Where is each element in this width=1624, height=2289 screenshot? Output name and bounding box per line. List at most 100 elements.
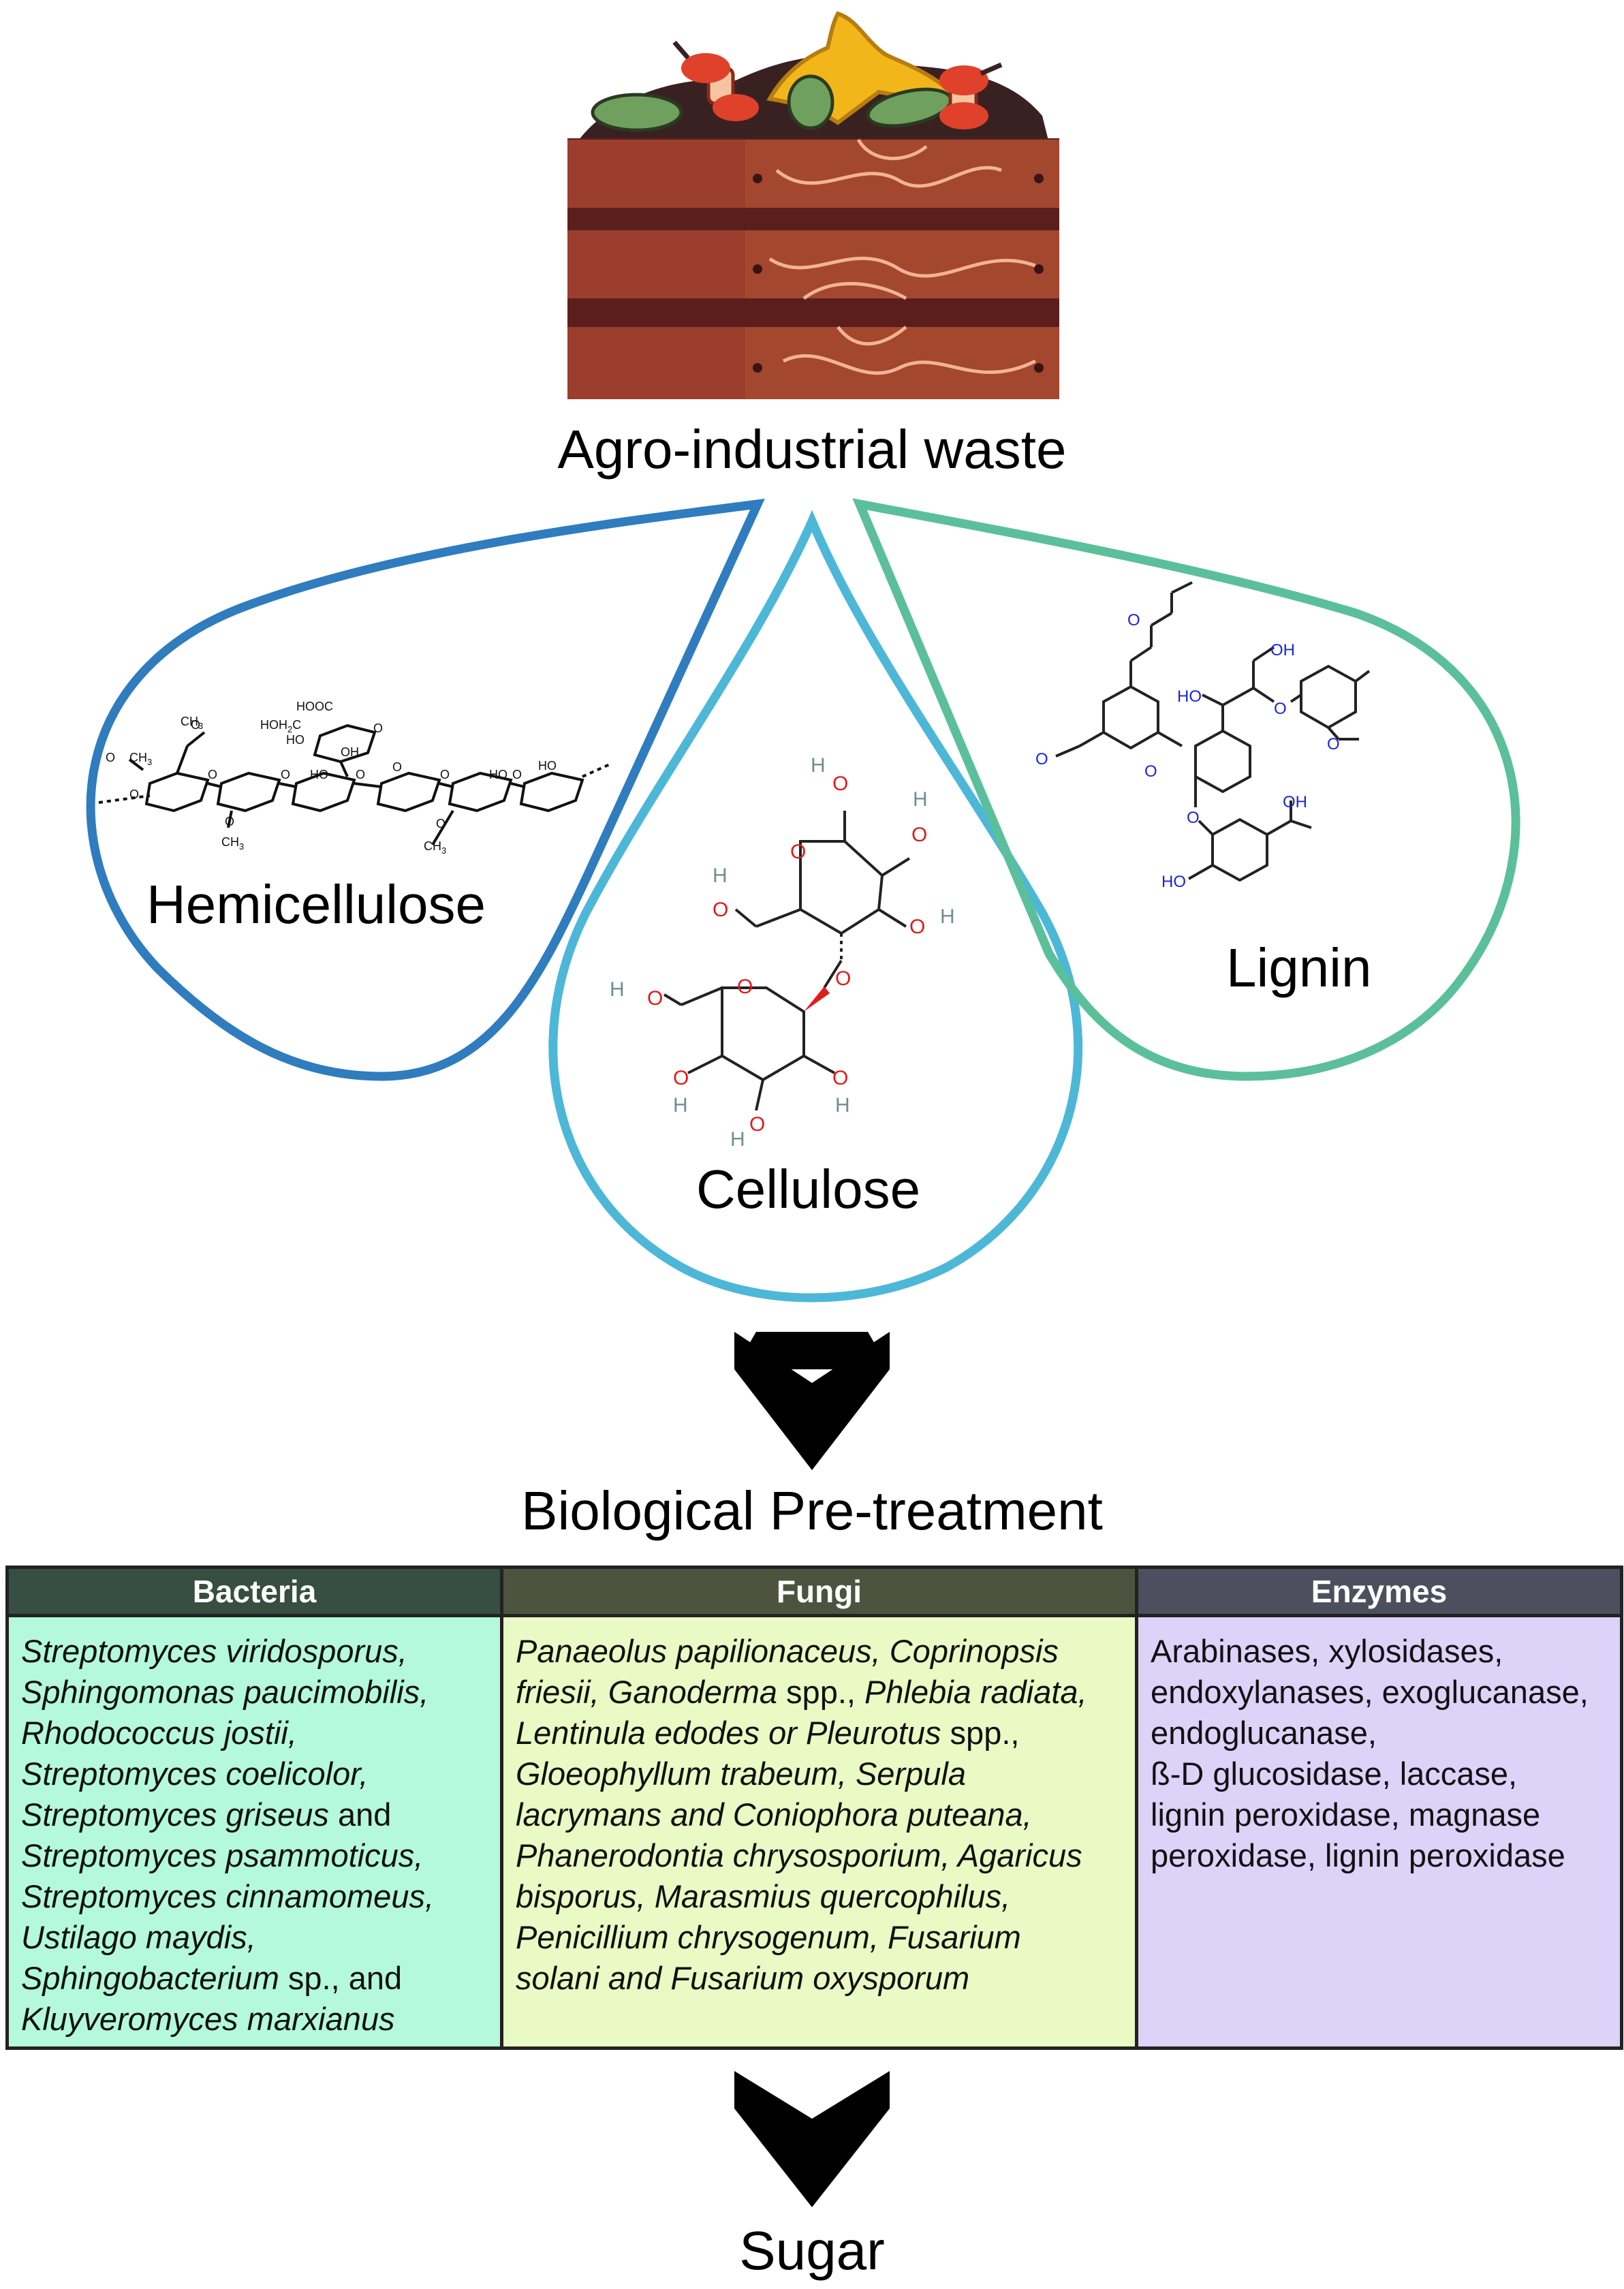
hemicellulose-atom-labels: O CH3 O CH3 O O O CH3 O HOOC HOH2C HO OH…: [106, 700, 557, 856]
cell-text-line: solani and Fusarium oxysporum: [516, 1958, 1123, 1999]
cell-text-line: Streptomyces griseus and: [21, 1794, 488, 1835]
cell-text: Arabinases, xylosidases,: [1151, 1633, 1503, 1669]
cell-text-line: Gloeophyllum trabeum, Serpula: [516, 1754, 1123, 1794]
hemicellulose-drop-outline: [86, 499, 765, 1081]
species-name: Gloeophyllum trabeum, Serpula: [516, 1756, 966, 1792]
svg-text:CH3: CH3: [181, 715, 203, 731]
svg-text:OH: OH: [1283, 793, 1307, 811]
svg-text:O: O: [356, 768, 365, 781]
svg-text:O: O: [1187, 809, 1200, 827]
species-name: bisporus, Marasmius quercophilus,: [516, 1878, 1011, 1914]
svg-text:O: O: [512, 768, 522, 781]
cell-text-line: bisporus, Marasmius quercophilus,: [516, 1876, 1123, 1917]
cell-text: endoglucanase,: [1151, 1715, 1377, 1751]
svg-text:H: H: [610, 978, 625, 1001]
species-name: friesii, Ganoderma: [516, 1674, 777, 1710]
svg-text:O: O: [647, 987, 663, 1010]
svg-text:HO: HO: [1177, 687, 1202, 706]
cell-text: sp., and: [279, 1960, 403, 1996]
species-name: Streptomyces coelicolor,: [21, 1756, 369, 1792]
svg-text:O: O: [281, 768, 290, 781]
cell-text-line: Penicillium chrysogenum, Fusarium: [516, 1917, 1123, 1958]
cell-text-line: Phanerodontia chrysosporium, Agaricus: [516, 1835, 1123, 1876]
svg-text:O: O: [225, 815, 234, 828]
svg-text:O: O: [1127, 611, 1140, 629]
cellulose-label: Cellulose: [696, 1159, 921, 1219]
species-name: Streptomyces viridosporus,: [21, 1633, 407, 1669]
svg-text:O: O: [106, 751, 115, 764]
svg-text:O: O: [191, 718, 200, 732]
cell-text-line: Streptomyces viridosporus,: [21, 1631, 488, 1672]
lignin-atom-labels: O O O OH HO O O O OH HO: [1035, 611, 1340, 891]
svg-text:H: H: [940, 905, 955, 928]
cell-text-line: ß-D glucosidase, laccase,: [1151, 1754, 1608, 1794]
svg-text:O: O: [713, 899, 728, 921]
species-name: Sphingobacterium: [21, 1960, 279, 1996]
svg-text:O: O: [1035, 750, 1048, 768]
species-name: Kluyveromyces marxianus: [21, 2001, 395, 2037]
cellulose-glycosidic-wedge: [804, 986, 830, 1012]
svg-text:H: H: [713, 865, 728, 887]
cell-text-line: lignin peroxidase, magnase: [1151, 1794, 1608, 1835]
leaf: [787, 74, 834, 130]
cell-text: peroxidase, lignin peroxidase: [1151, 1837, 1565, 1873]
lignin-structure: [1055, 581, 1371, 882]
cellulose-atom-labels: H O H O O H O O H O H O O O H O H O H: [610, 754, 955, 1151]
svg-text:O: O: [673, 1067, 689, 1089]
svg-text:O: O: [737, 976, 753, 998]
svg-text:O: O: [440, 768, 450, 781]
svg-text:O: O: [911, 824, 927, 846]
svg-text:O: O: [129, 788, 139, 801]
sugar-label: Sugar: [739, 2220, 885, 2281]
lignin-drop-outline: [852, 498, 1520, 1081]
svg-text:O: O: [436, 817, 446, 830]
svg-text:CH3: CH3: [129, 751, 152, 767]
svg-text:CH3: CH3: [221, 835, 244, 852]
down-arrow-icon: [734, 2071, 890, 2207]
species-name: Streptomyces psammoticus,: [21, 1837, 424, 1873]
svg-text:O: O: [1327, 735, 1340, 753]
cell-text: and: [328, 1796, 392, 1833]
species-name: Phanerodontia chrysosporium, Agaricus: [516, 1837, 1082, 1873]
svg-text:O: O: [835, 967, 851, 990]
cell-text: endoxylanases, exoglucanase,: [1151, 1674, 1589, 1710]
svg-text:HO: HO: [286, 733, 304, 747]
fungi-header: Fungi: [500, 1566, 1138, 1617]
species-name: Lentinula edodes or Pleurotus: [516, 1715, 941, 1751]
svg-text:H: H: [811, 754, 826, 777]
species-name: lacrymans and Coniophora puteana,: [516, 1796, 1032, 1833]
species-name: Phlebia radiata,: [864, 1674, 1087, 1710]
svg-text:OH: OH: [1270, 641, 1295, 659]
svg-text:CH3: CH3: [424, 839, 446, 856]
cell-text: ß-D glucosidase, laccase,: [1151, 1756, 1518, 1792]
cell-text-line: Streptomyces coelicolor,: [21, 1754, 488, 1794]
lignin-label: Lignin: [1226, 937, 1372, 998]
cell-text-line: Panaeolus papilionaceus, Coprinopsis: [516, 1631, 1123, 1672]
svg-text:OH: OH: [341, 745, 359, 759]
enzymes-cell: Arabinases, xylosidases, endoxylanases, e…: [1135, 1614, 1623, 2050]
cell-text-line: Kluyveromyces marxianus: [21, 1999, 488, 2040]
svg-text:H: H: [673, 1094, 688, 1117]
cell-text-line: endoglucanase,: [1151, 1713, 1608, 1754]
biological-pretreatment-label: Biological Pre-treatment: [521, 1480, 1103, 1541]
cell-text-line: Arabinases, xylosidases,: [1151, 1631, 1608, 1672]
svg-text:HO: HO: [1161, 873, 1186, 891]
cell-text-line: friesii, Ganoderma spp., Phlebia radiata…: [516, 1672, 1123, 1713]
table-header-row: Bacteria Fungi Enzymes: [5, 1566, 1623, 1617]
species-name: Streptomyces griseus: [21, 1796, 329, 1833]
species-name: Sphingomonas paucimobilis,: [21, 1674, 429, 1710]
svg-text:O: O: [832, 1067, 848, 1089]
svg-text:O: O: [832, 773, 848, 795]
cell-text-line: Lentinula edodes or Pleurotus spp.,: [516, 1713, 1123, 1754]
species-name: Rhodococcus jostii,: [21, 1715, 297, 1751]
cell-text-line: peroxidase, lignin peroxidase: [1151, 1835, 1608, 1876]
svg-text:HO: HO: [489, 768, 507, 781]
svg-text:H: H: [730, 1128, 745, 1151]
svg-text:O: O: [392, 760, 402, 774]
apple-core: [939, 62, 1003, 129]
cell-text-line: lacrymans and Coniophora puteana,: [516, 1794, 1123, 1835]
cell-text-line: Sphingomonas paucimobilis,: [21, 1672, 488, 1713]
svg-text:O: O: [749, 1113, 765, 1136]
